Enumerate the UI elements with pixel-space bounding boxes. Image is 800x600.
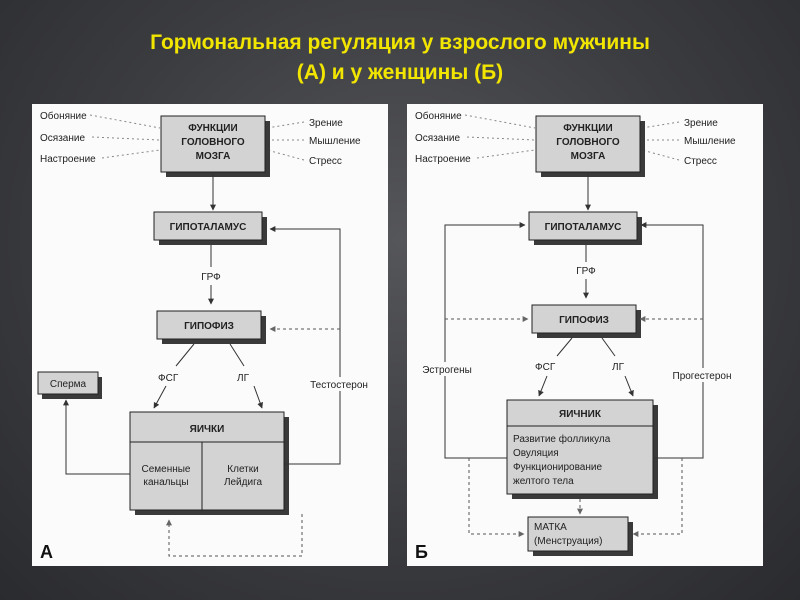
sense-smell-label: Обоняние: [415, 110, 462, 122]
follicle-development: Развитие фолликула: [513, 433, 611, 445]
lh-label: ЛГ: [237, 373, 250, 384]
hypothalamus-box: ГИПОТАЛАМУС: [153, 211, 267, 245]
pituitary-label: ГИПОФИЗ: [559, 315, 609, 326]
grf-label: ГРФ: [201, 272, 221, 283]
sense-stress-label: Стресс: [684, 156, 717, 167]
estrogens-label: Эстрогены: [422, 365, 472, 376]
testes-to-sperm-arrow: [63, 399, 130, 475]
ovary-label: ЯИЧНИК: [559, 409, 602, 420]
estrogen-feedback-arrow: [444, 222, 526, 459]
uterus-box: МАТКА (Менструация): [527, 516, 633, 556]
lh-label: ЛГ: [612, 362, 625, 373]
sense-mood-label: Настроение: [415, 154, 471, 165]
testes-label: ЯИЧКИ: [190, 424, 225, 435]
fsh-label: ФСГ: [535, 362, 556, 373]
testosterone-feedback-arrow: [269, 226, 341, 465]
hypothalamus-box: ГИПОТАЛАМУС: [528, 211, 642, 245]
pituitary-box: ГИПОФИЗ: [156, 310, 266, 344]
panel-male-diagram: Обоняние Осязание Настроение Зрение Мышл…: [32, 104, 388, 566]
female-diagram-svg: Обоняние Осязание Настроение Зрение Мышл…: [413, 110, 742, 562]
sense-dashed-lines: [464, 114, 680, 161]
slide-title: Гормональная регуляция у взрослого мужчи…: [0, 28, 800, 88]
brain-line-3: МОЗГА: [571, 151, 606, 162]
lh-arrow: [601, 337, 633, 396]
brain-line-2: ГОЛОВНОГО: [556, 137, 620, 148]
sense-smell-label: Обоняние: [40, 110, 87, 122]
title-line-2: (А) и у женщины (Б): [296, 61, 504, 84]
estrogen-to-uterus-dashed: [468, 458, 525, 537]
testosterone-label: Тестостерон: [310, 380, 368, 391]
sense-stress-label: Стресс: [309, 156, 342, 167]
lh-arrow: [229, 343, 262, 408]
seminiferous-line-2: канальцы: [143, 477, 188, 488]
brain-functions-box: ФУНКЦИИ ГОЛОВНОГО МОЗГА: [160, 115, 270, 177]
brain-line-1: ФУНКЦИИ: [563, 123, 612, 134]
sense-thinking-label: Мышление: [309, 136, 361, 147]
panel-b-letter: Б: [415, 542, 428, 562]
sense-vision-label: Зрение: [684, 118, 718, 129]
fsh-arrow: [539, 337, 573, 396]
sense-touch-label: Осязание: [415, 133, 460, 144]
sense-dashed-lines: [89, 114, 305, 161]
progesterone-label: Прогестерон: [673, 371, 732, 382]
male-diagram-svg: Обоняние Осязание Настроение Зрение Мышл…: [37, 110, 381, 562]
title-line-1: Гормональная регуляция у взрослого мужчи…: [150, 31, 650, 54]
brain-line-3: МОЗГА: [196, 151, 231, 162]
sense-thinking-label: Мышление: [684, 136, 736, 147]
fsh-label: ФСГ: [158, 373, 179, 384]
grf-label: ГРФ: [576, 266, 596, 277]
uterus-label: МАТКА: [534, 522, 567, 533]
progesterone-feedback-arrow: [640, 222, 704, 459]
pituitary-box: ГИПОФИЗ: [531, 304, 641, 338]
panel-a-letter: А: [40, 542, 53, 562]
sense-touch-label: Осязание: [40, 133, 85, 144]
ovulation: Овуляция: [513, 448, 559, 459]
sense-mood-label: Настроение: [40, 154, 96, 165]
testes-box: ЯИЧКИ Семенные канальцы Клетки Лейдига: [129, 411, 289, 515]
panel-female-diagram: Обоняние Осязание Настроение Зрение Мышл…: [407, 104, 763, 566]
leydig-to-tubules-dashed: [166, 514, 303, 557]
pituitary-label: ГИПОФИЗ: [184, 321, 234, 332]
sperm-box: Сперма: [37, 371, 102, 399]
brain-functions-box: ФУНКЦИИ ГОЛОВНОГО МОЗГА: [535, 115, 645, 177]
brain-line-1: ФУНКЦИИ: [188, 123, 237, 134]
brain-line-2: ГОЛОВНОГО: [181, 137, 245, 148]
ovary-box: ЯИЧНИК Развитие фолликула Овуляция Функц…: [506, 399, 658, 499]
progesterone-to-uterus-dashed: [632, 458, 683, 537]
leydig-line-2: Лейдига: [224, 477, 263, 488]
fsh-arrow: [154, 343, 195, 408]
hypothalamus-label: ГИПОТАЛАМУС: [170, 222, 247, 233]
sperm-label: Сперма: [50, 379, 87, 390]
corpus-luteum-line-2: желтого тела: [513, 476, 574, 487]
seminiferous-line-1: Семенные: [141, 464, 190, 475]
leydig-line-1: Клетки: [227, 464, 258, 475]
menstruation-label: (Менструация): [534, 536, 602, 547]
hypothalamus-label: ГИПОТАЛАМУС: [545, 222, 622, 233]
sense-vision-label: Зрение: [309, 118, 343, 129]
corpus-luteum-line-1: Функционирование: [513, 462, 602, 473]
